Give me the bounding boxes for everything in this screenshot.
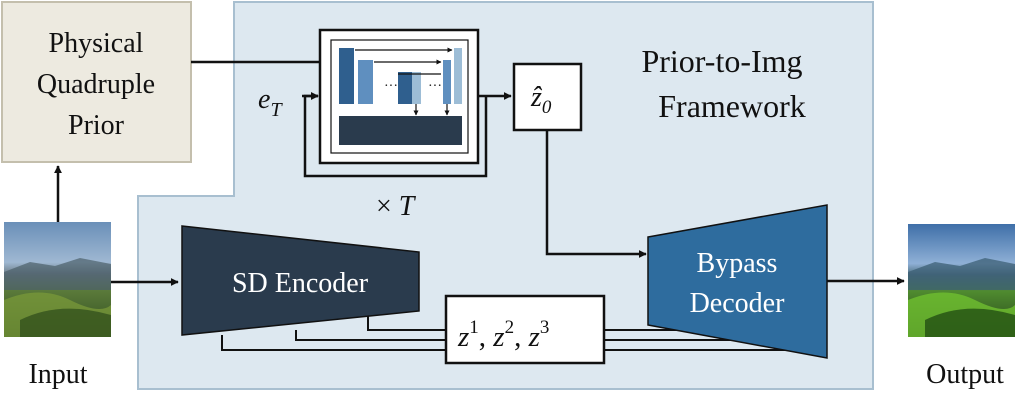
unet-ellipsis-1: ··· xyxy=(384,79,398,94)
latent-sep1: , xyxy=(479,321,494,353)
prior-line-1: Physical xyxy=(49,28,144,59)
latent-sep2: , xyxy=(514,321,529,353)
unet-ellipsis-2: ··· xyxy=(428,79,442,94)
noise-label-sub: T xyxy=(270,99,283,121)
bypass-decoder xyxy=(647,204,828,359)
framework-title-1: Prior-to-Img xyxy=(641,43,802,79)
arrow-z0-to-decoder xyxy=(545,130,647,258)
sd-encoder xyxy=(181,225,420,336)
latent-z3: z xyxy=(528,321,540,353)
unet-enc-3 xyxy=(398,72,412,104)
z0-box xyxy=(512,62,583,132)
z0-label-base: ẑ xyxy=(530,82,543,113)
skip-connections xyxy=(221,312,790,351)
unet-dec-1 xyxy=(443,60,451,104)
latent-sup1: 1 xyxy=(469,317,479,338)
latents-label: z1, z2, z3 xyxy=(457,317,549,353)
unet-block: ··· ··· xyxy=(318,28,480,165)
latents-box xyxy=(444,294,606,365)
input-label: Input xyxy=(28,359,87,390)
input-image xyxy=(4,222,111,337)
repeat-label: × T xyxy=(376,191,417,222)
output-image xyxy=(908,224,1015,337)
prior-line-3: Prior xyxy=(68,110,125,141)
sd-encoder-label: SD Encoder xyxy=(232,268,369,299)
latent-z1: z xyxy=(457,321,469,353)
repeat-label-prefix: × xyxy=(376,191,399,222)
latent-z2: z xyxy=(492,321,504,353)
decoder-label-2: Decoder xyxy=(690,288,786,319)
output-label: Output xyxy=(926,359,1004,390)
unet-enc-4 xyxy=(412,72,421,104)
noise-label: eT xyxy=(258,84,283,121)
prior-line-2: Quadruple xyxy=(37,69,155,100)
repeat-label-var: T xyxy=(399,191,417,222)
decoder-label-1: Bypass xyxy=(697,248,778,279)
prior-box: Physical Quadruple Prior xyxy=(1,1,192,163)
noise-label-base: e xyxy=(258,84,270,115)
latent-sup3: 3 xyxy=(540,317,550,338)
unet-enc-2 xyxy=(358,60,373,104)
z0-label-sub: 0 xyxy=(542,97,552,118)
unet-dec-2 xyxy=(454,48,462,104)
z0-label: ẑ0 xyxy=(530,82,552,118)
unet-enc-1 xyxy=(339,48,354,104)
unet-bottleneck xyxy=(339,116,462,145)
framework-title-2: Framework xyxy=(658,88,806,124)
latent-sup2: 2 xyxy=(505,317,515,338)
